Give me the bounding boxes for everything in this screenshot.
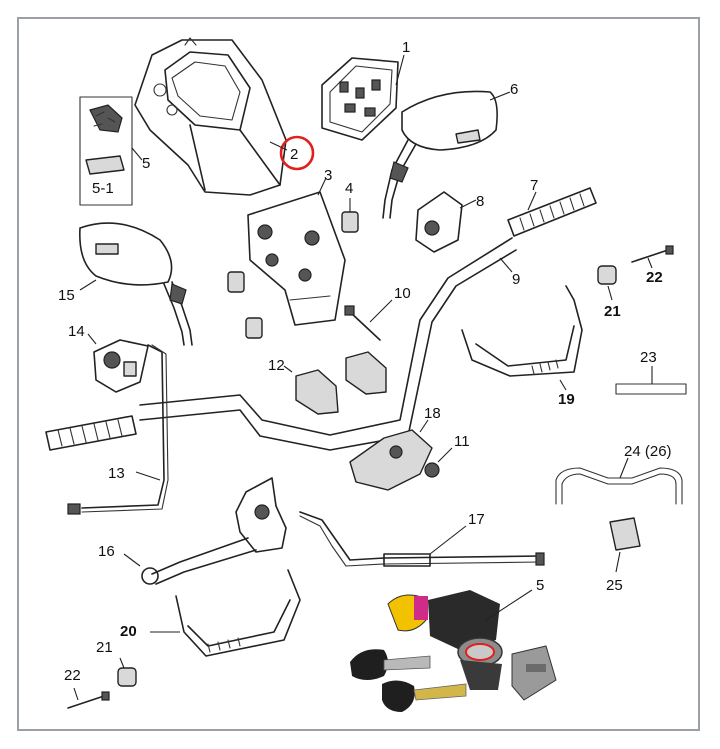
callout-4: 4 [345, 180, 353, 197]
part-10-bolt [344, 299, 393, 341]
part-5-switch-kit [79, 96, 143, 206]
callout-25: 25 [606, 577, 623, 594]
callout-17: 17 [468, 511, 485, 528]
callout-23: 23 [640, 349, 657, 366]
callout-12: 12 [268, 357, 285, 374]
callout-18: 18 [424, 405, 441, 422]
callout-15: 15 [58, 287, 75, 304]
ignition-key-set-photo [350, 589, 557, 712]
callout-5-photo: 5 [536, 577, 544, 594]
part-2-instrument-cluster [134, 37, 287, 196]
part-16-brake-lever [123, 477, 287, 585]
callout-21-right: 21 [604, 303, 621, 320]
part-17-cable [299, 511, 545, 567]
callout-20: 20 [120, 623, 137, 640]
part-9-handlebar [139, 237, 517, 451]
callout-8: 8 [476, 193, 484, 210]
part-19-right-handguard [461, 285, 583, 391]
part-8-throttle-housing [415, 191, 477, 253]
part-25-bracket [609, 517, 641, 573]
callout-22-right: 22 [646, 269, 663, 286]
callout-21-left: 21 [96, 639, 113, 656]
callout-5-1: 5-1 [92, 180, 114, 197]
part-18-lower-clamp [349, 419, 433, 491]
part-3-clamp-plate [247, 177, 346, 326]
callout-19: 19 [558, 391, 575, 408]
left-grip [45, 415, 137, 451]
part-24-crossbar [555, 457, 683, 505]
part-15-left-mirror [79, 222, 193, 346]
part-14-left-switch [87, 333, 149, 393]
part-7-right-grip [507, 187, 597, 237]
callout-24-26: 24 (26) [624, 443, 672, 460]
part-4-bushings [227, 198, 359, 339]
callout-11: 11 [454, 433, 470, 450]
part-23-bar-pad [615, 366, 687, 395]
part-21-22-left [67, 657, 137, 709]
callout-6: 6 [510, 81, 518, 98]
callout-13: 13 [108, 465, 125, 482]
part-11-nut [424, 447, 453, 478]
part-6-right-mirror [382, 90, 511, 219]
part-20-left-handguard [150, 569, 301, 657]
callout-14: 14 [68, 323, 85, 340]
highlight-circle [279, 135, 315, 171]
callout-1: 1 [402, 39, 410, 56]
callout-2: 2 [290, 146, 298, 163]
part-12-clamp [283, 351, 387, 415]
part-21-22-right [597, 245, 674, 301]
callout-3: 3 [324, 167, 332, 184]
callout-16: 16 [98, 543, 115, 560]
callout-5: 5 [142, 155, 150, 172]
part-1-switch-block [321, 54, 405, 141]
callout-10: 10 [394, 285, 411, 302]
callout-9: 9 [512, 271, 520, 288]
callout-7: 7 [530, 177, 538, 194]
part-13-cable [67, 344, 169, 515]
callout-22-left: 22 [64, 667, 81, 684]
